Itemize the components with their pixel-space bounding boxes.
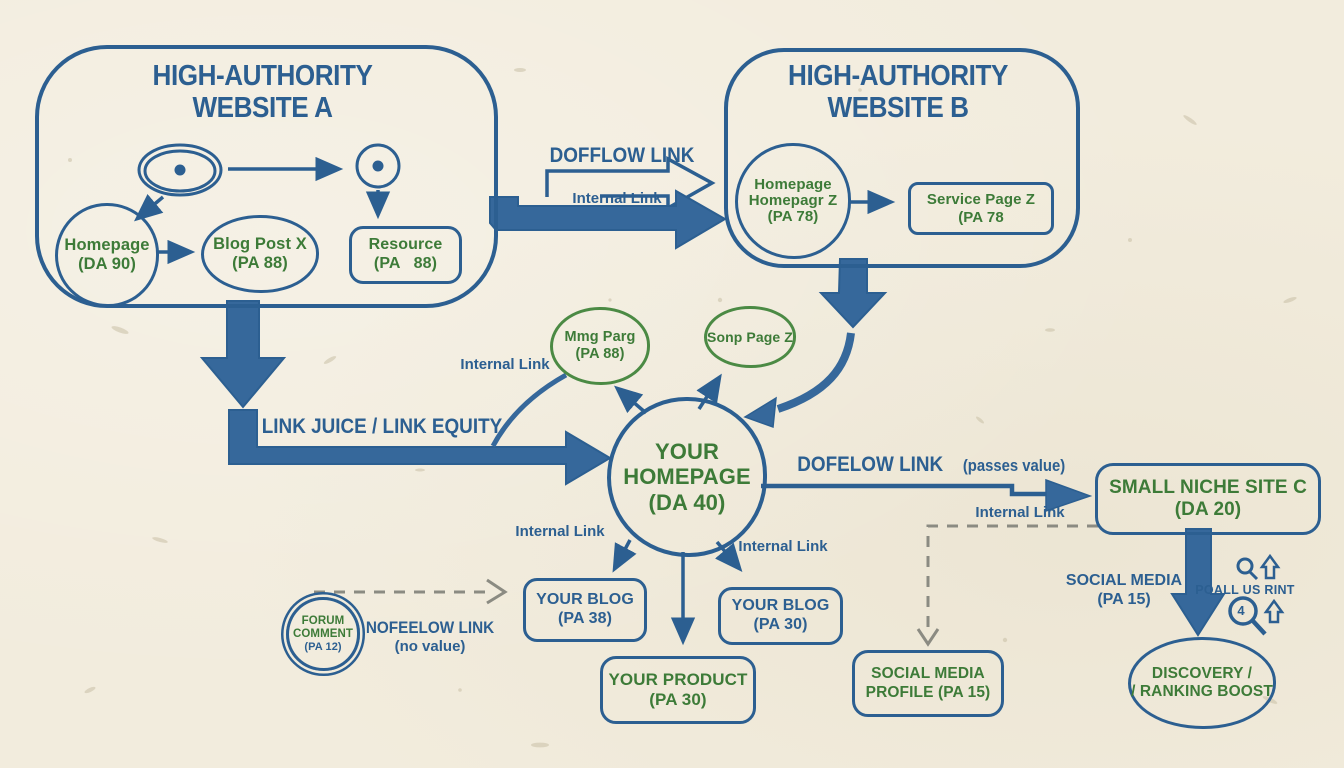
website-b-box — [724, 48, 1080, 268]
homepage-a-node: Homepage (DA 90) — [55, 203, 159, 307]
dot-icon — [372, 160, 384, 172]
your-blog-30-node: YOUR BLOG (PA 30) — [718, 587, 843, 645]
up-arrow-icon — [1263, 598, 1285, 624]
poall-us-rint-label: POALL US RINT — [1195, 583, 1295, 597]
mmg-parg-node: Mmg Parg (PA 88) — [550, 307, 650, 385]
internal-link-left-label: Internal Link — [460, 356, 550, 373]
hollow-dofollow-arrow — [545, 156, 716, 212]
ranking-icons — [1228, 553, 1285, 636]
dashed-arrowhead-down — [916, 628, 940, 647]
internal-link-right-label: Internal Link — [975, 504, 1065, 521]
dashed-internal-link — [926, 524, 1098, 630]
website-b-down-arrow — [818, 258, 888, 329]
arrow-homepage-to-blog38 — [612, 539, 637, 573]
forum-comment-node: FORUM COMMENT (PA 12) — [286, 597, 360, 671]
sonp-page-z-node: Sonp Page Z — [704, 306, 796, 368]
magnifier-small-icon — [1236, 557, 1254, 575]
up-arrow-icon — [1259, 553, 1281, 580]
website-a-title: HIGH-AUTHORITY WEBSITE A — [152, 60, 373, 125]
arrow-homepage-to-mmg — [614, 385, 648, 415]
homepage-b-node: Homepage Homepagr Z (PA 78) — [735, 143, 851, 259]
your-blog-38-node: YOUR BLOG (PA 38) — [523, 578, 647, 642]
dofollow-c-label: DOFELOW LINK (passes value) — [797, 453, 1066, 476]
service-page-z-node: Service Page Z (PA 78 — [908, 182, 1054, 235]
dofollow-c-line — [761, 483, 1046, 497]
website-a-box — [35, 45, 498, 308]
curved-link-arrowhead — [743, 396, 777, 429]
link-juice-arrow — [228, 409, 612, 486]
arrow-to-homepage-a — [133, 193, 165, 222]
blog-post-x-node: Blog Post X (PA 88) — [201, 215, 319, 293]
resource-node: Resource (PA 88) — [349, 226, 462, 284]
dashed-arrowhead-right — [486, 578, 508, 605]
magnifier-large-icon — [1228, 596, 1258, 626]
social-media-profile-node: SOCIAL MEDIA PROFILE (PA 15) — [852, 650, 1004, 717]
link-source-ellipse-icon — [137, 143, 401, 197]
discovery-ranking-node: DISCOVERY / / RANKING BOOST — [1128, 637, 1276, 729]
dot-icon — [174, 164, 186, 176]
link-juice-label: LINK JUICE / LINK EQUITY — [261, 415, 503, 438]
dofollow-c-arrowhead — [1045, 478, 1093, 513]
magnifier-digit: 4 — [1237, 603, 1245, 618]
website-b-title: HIGH-AUTHORITY WEBSITE B — [788, 60, 1008, 125]
internal-link-curve — [490, 372, 568, 448]
your-homepage-node: YOUR HOMEPAGE (DA 40) — [607, 397, 767, 557]
internal-link-ab-label: Internal Link — [572, 190, 662, 207]
website-a-down-arrow — [199, 300, 287, 409]
nofollow-link-label: NOFEELOW LINK (no value) — [365, 618, 495, 656]
social-media-label: SOCIAL MEDIA (PA 15) — [1065, 572, 1183, 609]
your-product-node: YOUR PRODUCT (PA 30) — [600, 656, 756, 724]
curved-link-b-to-homepage — [776, 332, 855, 413]
internal-link-bottom-right-label: Internal Link — [738, 538, 828, 555]
small-niche-site-c-node: SMALL NICHE SITE C (DA 20) — [1095, 463, 1321, 535]
site-c-down-arrow — [1170, 528, 1226, 637]
internal-link-bottom-left-label: Internal Link — [515, 523, 605, 540]
dofollow-ab-label: DOFFLOW LINK — [549, 144, 695, 167]
